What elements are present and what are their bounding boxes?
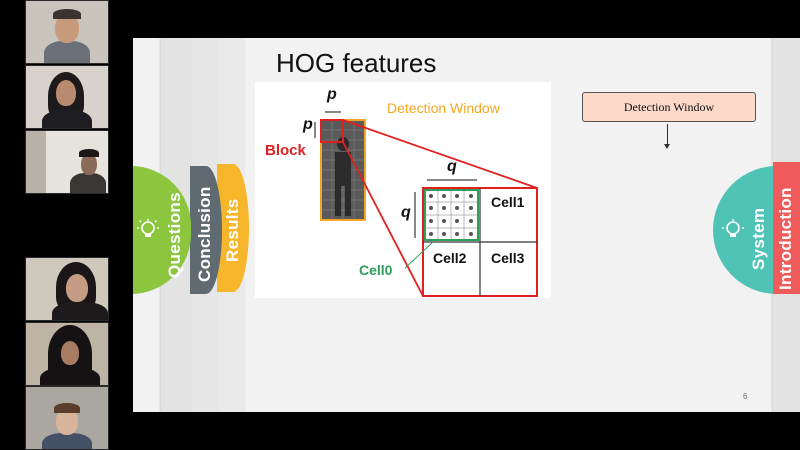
- tab-introduction-label: Introduction: [776, 187, 795, 290]
- participant-video-5[interactable]: [25, 322, 109, 386]
- cell0-label: Cell0: [359, 262, 393, 278]
- hog-figure: p p Detection Window Block q q Cell0 Cel…: [255, 82, 551, 298]
- tab-results[interactable]: [217, 164, 249, 292]
- cell1-label: Cell1: [491, 194, 525, 210]
- q-left-label: q: [401, 204, 411, 221]
- tab-conclusion-label: Conclusion: [195, 186, 214, 282]
- tab-introduction[interactable]: [773, 162, 800, 294]
- participant-video-2[interactable]: [25, 65, 109, 129]
- tab-system-label: System: [749, 207, 768, 270]
- lightbulb-icon: [137, 219, 159, 237]
- arrow-down-icon: [664, 144, 670, 149]
- cell2-label: Cell2: [433, 250, 467, 266]
- detection-window-box: Detection Window: [582, 92, 756, 122]
- lightbulb-icon-right: [722, 219, 744, 237]
- slide-title: HOG features: [276, 48, 437, 78]
- hog-diagram: [314, 111, 538, 297]
- participant-video-1[interactable]: [25, 0, 109, 64]
- cell3-label: Cell3: [491, 250, 525, 266]
- p-top-label: p: [327, 86, 337, 103]
- participant-video-4[interactable]: [25, 257, 109, 321]
- participant-video-6[interactable]: [25, 386, 109, 450]
- tab-conclusion[interactable]: [190, 166, 222, 294]
- p-left-label: p: [303, 116, 313, 133]
- shared-slide: Results Conclusion Questions System Intr…: [133, 38, 800, 412]
- page-number: 6: [743, 392, 748, 401]
- block-label: Block: [265, 142, 306, 159]
- flow-arrow-line: [667, 124, 668, 146]
- tab-questions-label: Questions: [165, 192, 184, 278]
- q-top-label: q: [447, 158, 457, 175]
- tab-results-label: Results: [223, 198, 242, 262]
- detection-window-label: Detection Window: [387, 100, 500, 116]
- participant-video-3[interactable]: [25, 130, 109, 194]
